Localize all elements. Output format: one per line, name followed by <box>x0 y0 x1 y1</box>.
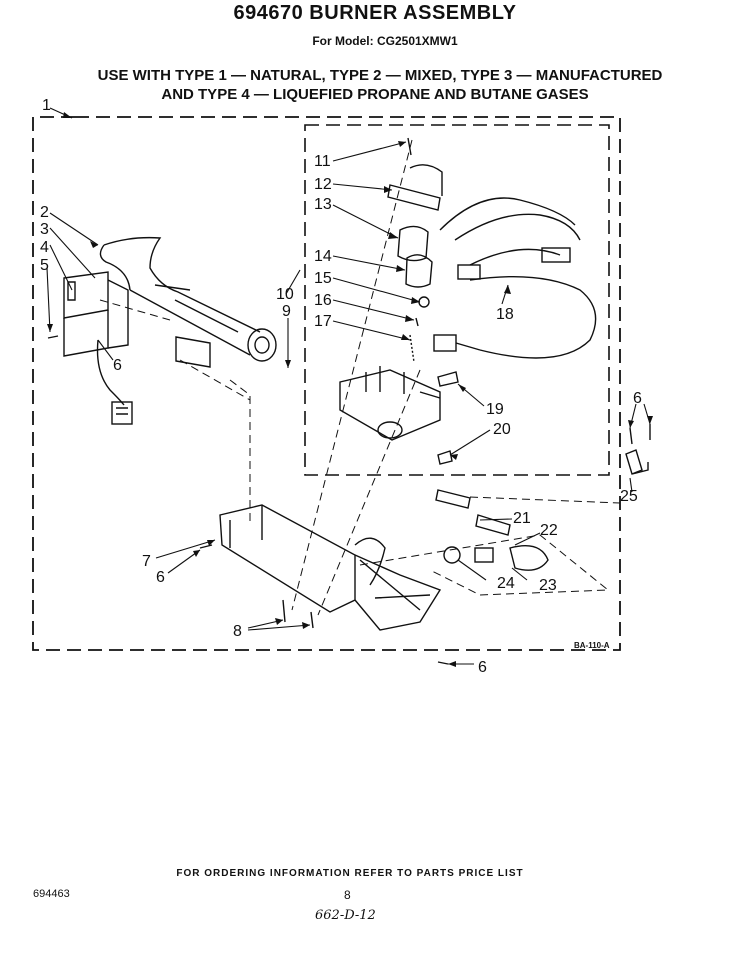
callout-numbers: 1 2 3 4 5 6 9 10 11 12 13 14 15 16 17 18… <box>40 97 642 676</box>
ordering-note: FOR ORDERING INFORMATION REFER TO PARTS … <box>176 868 524 879</box>
callout-8: 8 <box>233 623 242 640</box>
callout-3: 3 <box>40 221 49 238</box>
callout-15: 15 <box>314 270 332 287</box>
callout-7: 7 <box>142 553 151 570</box>
burner-tube <box>99 236 277 362</box>
shield-plate <box>175 336 211 368</box>
wiring-harness <box>433 197 597 359</box>
page-title: 694670 BURNER ASSEMBLY <box>233 2 517 24</box>
arrowheads <box>47 112 653 667</box>
handwritten-note: 662-D-12 <box>315 908 376 923</box>
screw <box>310 611 314 629</box>
callout-18: 18 <box>496 306 514 323</box>
valve-group-boundary <box>304 124 610 476</box>
callout-13: 13 <box>314 196 332 213</box>
gas-type-note-line-1: USE WITH TYPE 1 — NATURAL, TYPE 2 — MIXE… <box>97 67 663 84</box>
screw <box>199 544 213 549</box>
callout-11: 11 <box>314 153 331 170</box>
callout-12: 12 <box>314 176 332 193</box>
callout-6-lower: 6 <box>156 569 165 586</box>
callout-25: 25 <box>620 488 638 505</box>
callout-19: 19 <box>486 401 504 418</box>
gas-type-note-line-2: AND TYPE 4 — LIQUEFIED PROPANE AND BUTAN… <box>161 86 589 103</box>
orifice <box>437 450 453 465</box>
callout-1: 1 <box>42 97 51 114</box>
document-number: 694463 <box>33 888 70 900</box>
callout-5: 5 <box>40 257 49 274</box>
drawing-code: BA-110-A <box>574 641 610 650</box>
callout-20: 20 <box>493 421 511 438</box>
callout-4: 4 <box>40 239 49 256</box>
callout-9: 9 <box>282 303 291 320</box>
callout-23: 23 <box>539 577 557 594</box>
flame-sensor <box>437 371 459 387</box>
model-label: For Model: CG2501XMW1 <box>312 34 458 48</box>
callout-24: 24 <box>497 575 515 592</box>
callout-16: 16 <box>314 292 332 309</box>
leader-lines <box>46 107 651 665</box>
mounting-clip <box>625 424 651 475</box>
burner-base-bracket <box>219 504 442 631</box>
callout-21: 21 <box>513 510 531 527</box>
page-number: 8 <box>344 888 351 902</box>
callout-17: 17 <box>314 313 332 330</box>
assembly-boundary <box>32 116 621 651</box>
alignment-lines <box>99 139 621 616</box>
callout-10: 10 <box>276 286 294 303</box>
callout-14: 14 <box>314 248 332 265</box>
callout-6-bottom: 6 <box>478 659 487 676</box>
screw <box>282 599 286 623</box>
screw <box>437 661 449 665</box>
callout-6-right: 6 <box>633 390 642 407</box>
igniter-parts <box>435 489 549 571</box>
callout-22: 22 <box>540 522 558 539</box>
valve-body <box>339 366 441 441</box>
screw <box>47 335 59 339</box>
callout-6: 6 <box>113 357 122 374</box>
gas-valve-stack <box>387 137 443 363</box>
igniter-bracket <box>63 271 133 425</box>
callout-2: 2 <box>40 204 49 221</box>
